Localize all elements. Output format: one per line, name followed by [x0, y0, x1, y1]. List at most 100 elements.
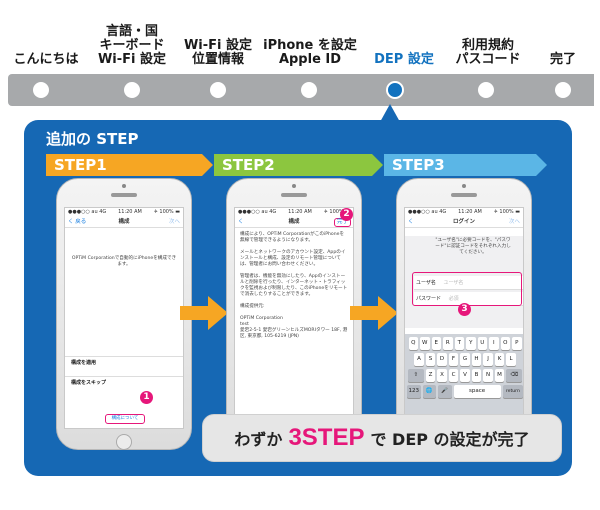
- step-dot-language: [124, 82, 140, 98]
- step-badge-1: 1: [140, 391, 153, 404]
- nav-title: 構成: [118, 219, 130, 225]
- back-button[interactable]: く 戻る: [68, 219, 87, 225]
- key[interactable]: D: [437, 353, 447, 366]
- step-label-dep: DEP 設定: [374, 52, 434, 67]
- nav-title: 構成: [288, 219, 300, 225]
- nav-title: ログイン: [452, 219, 475, 225]
- username-input[interactable]: ユーザ名: [443, 280, 464, 286]
- key[interactable]: P: [512, 337, 522, 350]
- next-button[interactable]: 次へ: [168, 219, 180, 225]
- status-bar: ●●●○○ au 4G 11:20 AM ✈ 100% ▬: [235, 208, 353, 216]
- panel-title: 追加の STEP: [46, 130, 139, 148]
- step-label-terms: 利用規約 パスコード: [455, 38, 521, 67]
- back-button[interactable]: く: [408, 219, 414, 225]
- back-button[interactable]: く: [238, 219, 244, 225]
- speaker-icon: [451, 193, 477, 197]
- status-bar: ●●●○○ au 4G 11:20 AM ✈ 100% ▬: [405, 208, 523, 216]
- arrow-head-2: [378, 296, 398, 330]
- arrow-step2-to-3: [350, 306, 380, 320]
- globe-icon[interactable]: 🌐: [422, 385, 436, 398]
- shift-key[interactable]: ⇧: [407, 369, 424, 382]
- key[interactable]: K: [494, 353, 505, 366]
- key[interactable]: Q: [408, 337, 418, 350]
- username-label: ユーザ名: [416, 280, 436, 286]
- microphone-icon[interactable]: 🎤: [438, 385, 452, 398]
- password-label: パスワード: [416, 296, 442, 302]
- step-tab-3: STEP3: [384, 154, 547, 176]
- username-field[interactable]: ユーザ名 ユーザ名: [414, 276, 523, 290]
- step-label-language: 言語・国 キーボード Wi-Fi 設定: [97, 24, 167, 67]
- key[interactable]: L: [506, 353, 516, 366]
- key[interactable]: C: [448, 369, 459, 382]
- next-button[interactable]: 次へ: [508, 219, 520, 225]
- key[interactable]: F: [448, 353, 459, 366]
- step-tab-2: STEP2: [214, 154, 383, 176]
- space-key[interactable]: space: [453, 385, 501, 398]
- keyboard: Q W E R T Y U I O P A S D F G H J K L: [405, 334, 523, 428]
- key[interactable]: Z: [425, 369, 436, 382]
- camera-icon: [122, 184, 126, 188]
- key[interactable]: U: [477, 337, 487, 350]
- return-key[interactable]: return: [502, 385, 523, 398]
- key[interactable]: O: [500, 337, 510, 350]
- speaker-icon: [281, 193, 307, 197]
- speaker-icon: [111, 193, 137, 197]
- key[interactable]: T: [454, 337, 464, 350]
- password-input[interactable]: 必須: [448, 296, 459, 302]
- nav-bar: く 構成 完了: [235, 216, 353, 228]
- step-dot-done: [555, 82, 571, 98]
- panel-pointer: [380, 104, 400, 122]
- key[interactable]: G: [460, 353, 470, 366]
- key[interactable]: S: [425, 353, 436, 366]
- step-dot-wifi: [210, 82, 226, 98]
- skip-config-option[interactable]: 構成をスキップ: [65, 376, 183, 390]
- configure-description: OPTiM Corporationで自動的にiPhoneを構成できます。: [71, 256, 177, 267]
- config-detail-text: 構成により、OPTiM CorporationがこのiPhoneを無線で管理でき…: [240, 232, 348, 339]
- keyboard-row-1: Q W E R T Y U I O P: [407, 337, 523, 350]
- carrier-signal: ●●●○○ au 4G: [408, 209, 447, 215]
- key[interactable]: X: [437, 369, 447, 382]
- banner-prefix: わずか: [234, 430, 283, 449]
- key[interactable]: B: [471, 369, 482, 382]
- arrow-step1-to-2: [180, 306, 210, 320]
- carrier-signal: ●●●○○ au 4G: [238, 209, 277, 215]
- key[interactable]: N: [483, 369, 493, 382]
- step-dot-iphone-setup: [301, 82, 317, 98]
- keyboard-row-4: 123 🌐 🎤 space return: [407, 385, 523, 398]
- keyboard-row-2: A S D F G H J K L: [407, 353, 523, 366]
- step-tab-1: STEP1: [46, 154, 213, 176]
- home-button[interactable]: [116, 434, 132, 450]
- step-dot-terms: [478, 82, 494, 98]
- status-time: 11:20 AM: [458, 209, 482, 215]
- step-label-iphone-setup: iPhone を設定 Apple ID: [263, 38, 357, 67]
- key[interactable]: W: [420, 337, 430, 350]
- banner-suffix: で DEP の設定が完了: [370, 430, 530, 449]
- step-dot-hello: [33, 82, 49, 98]
- nav-bar: く ログイン 次へ: [405, 216, 523, 228]
- key[interactable]: J: [483, 353, 493, 366]
- numbers-key[interactable]: 123: [407, 385, 421, 398]
- key[interactable]: A: [414, 353, 424, 366]
- battery-icon: ✈ 100% ▬: [153, 209, 180, 215]
- key[interactable]: M: [494, 369, 505, 382]
- apply-config-option[interactable]: 構成を適用: [65, 356, 183, 370]
- step-badge-3: 3: [458, 303, 471, 316]
- key[interactable]: R: [443, 337, 453, 350]
- step-dot-dep: [386, 81, 404, 99]
- step-badge-2: 2: [340, 208, 353, 221]
- key[interactable]: V: [460, 369, 470, 382]
- key[interactable]: H: [471, 353, 482, 366]
- about-config-link[interactable]: 構成について: [105, 414, 145, 424]
- key[interactable]: I: [489, 337, 499, 350]
- phone-screen-configure: ●●●○○ au 4G 11:20 AM ✈ 100% ▬ く 戻る 構成 次へ…: [64, 207, 184, 429]
- phone-screen-login: ●●●○○ au 4G 11:20 AM ✈ 100% ▬ く ログイン 次へ …: [404, 207, 524, 429]
- arrow-head-1: [208, 296, 228, 330]
- summary-banner: わずか 3STEP で DEP の設定が完了: [202, 414, 562, 462]
- key[interactable]: E: [431, 337, 441, 350]
- login-fields-highlight: [412, 272, 522, 306]
- backspace-key[interactable]: ⌫: [506, 369, 523, 382]
- key[interactable]: Y: [466, 337, 476, 350]
- step-label-hello: こんにちは: [13, 52, 79, 67]
- step-label-done: 完了: [549, 52, 576, 67]
- phone-screen-config-detail: ●●●○○ au 4G 11:20 AM ✈ 100% ▬ く 構成 完了 構成…: [234, 207, 354, 429]
